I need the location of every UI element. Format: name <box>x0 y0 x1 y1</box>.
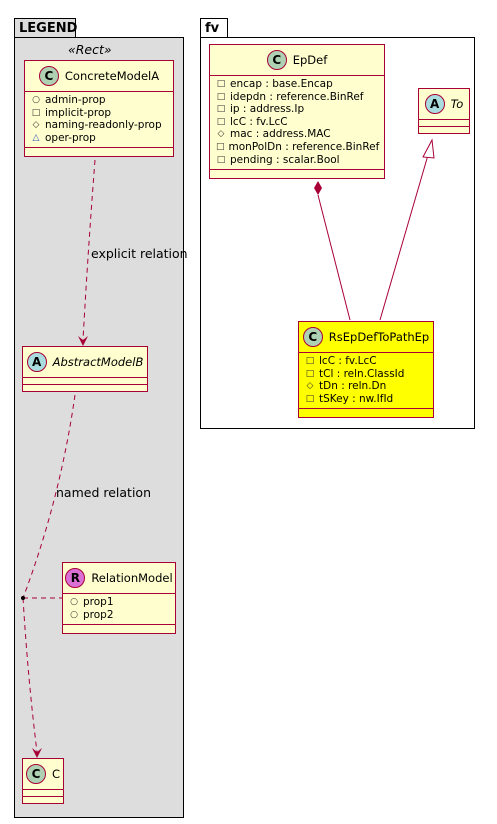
class-rsepdeftopathep[interactable]: C RsEpDefToPathEp □lcC : fv.LcC □tCl : r… <box>298 321 434 419</box>
legend-stereotype: «Rect» <box>68 42 112 57</box>
package-triangle-icon: △ <box>32 132 40 143</box>
private-square-icon: □ <box>31 107 41 118</box>
public-circle-icon: ○ <box>70 597 78 607</box>
class-relation-model[interactable]: R RelationModel ○prop1 ○prop2 <box>62 562 176 635</box>
private-square-icon: □ <box>216 116 226 127</box>
relation-spot-icon: R <box>65 568 86 588</box>
attribute-row: □tCl : reln.ClassId <box>305 367 405 380</box>
epdef-composition-line <box>317 194 351 321</box>
attribute-row: □implicit-prop <box>31 106 112 119</box>
class-c[interactable]: C C <box>22 758 64 804</box>
attribute-row: ◇tDn : reln.Dn <box>306 380 387 393</box>
attribute-row: ○prop1 <box>70 596 114 608</box>
attribute-row: ◇mac : address.MAC <box>217 128 331 141</box>
class-name: RelationModel <box>91 571 173 585</box>
class-name: ConcreteModelA <box>64 69 160 83</box>
legend-title: LEGEND <box>19 21 78 36</box>
attribute-list: □encap : base.Encap □idepdn : reference.… <box>210 76 384 171</box>
class-spot-icon: C <box>266 50 287 70</box>
generalization-arrowhead <box>422 138 435 159</box>
class-abstract-model-b[interactable]: A AbstractModelB <box>22 346 148 392</box>
class-name: C <box>51 767 61 781</box>
relation-junction-dot <box>21 596 25 600</box>
private-square-icon: □ <box>216 104 226 115</box>
fv-title: fv <box>205 21 220 36</box>
class-name: RsEpDefToPathEp <box>328 330 430 344</box>
attribute-row: □lcC : fv.LcC <box>305 355 377 367</box>
attribute-row: ○prop2 <box>70 608 114 621</box>
private-square-icon: □ <box>305 393 315 404</box>
class-to[interactable]: A To <box>418 88 470 134</box>
attribute-row: ○admin-prop <box>32 94 106 106</box>
private-square-icon: □ <box>216 154 226 165</box>
attribute-row: □ip : address.Ip <box>216 103 305 116</box>
attribute-row: ◇naming-readonly-prop <box>32 119 162 132</box>
named-relation-line-down <box>22 597 38 753</box>
private-square-icon: □ <box>216 91 226 102</box>
abstract-spot-icon: A <box>424 94 445 114</box>
explicit-relation-line <box>82 159 96 341</box>
operations-compartment <box>299 409 433 417</box>
class-spot-icon: C <box>25 764 46 784</box>
operations-compartment <box>25 148 173 156</box>
legend-package <box>14 37 184 818</box>
named-relation-arrowhead <box>32 748 42 758</box>
attribute-row: □pending : scalar.Bool <box>216 153 340 166</box>
private-square-icon: □ <box>216 79 226 89</box>
class-concrete-model-a[interactable]: C ConcreteModelA ○admin-prop □implicit-p… <box>24 60 174 158</box>
explicit-relation-label: explicit relation <box>91 246 188 261</box>
class-spot-icon: C <box>302 327 323 347</box>
class-spot-icon: C <box>38 66 59 86</box>
operations-compartment <box>210 170 384 178</box>
attribute-row: □idepdn : reference.BinRef <box>216 90 364 103</box>
public-circle-icon: ○ <box>32 95 40 105</box>
fv-package-tab: fv <box>200 18 228 38</box>
explicit-relation-arrowhead <box>78 336 88 346</box>
private-square-icon: □ <box>216 141 225 152</box>
class-name: AbstractModelB <box>52 355 144 369</box>
protected-diamond-icon: ◇ <box>306 381 314 392</box>
attribute-row: □lcC : fv.LcC <box>216 115 288 128</box>
private-square-icon: □ <box>305 356 315 366</box>
protected-diamond-icon: ◇ <box>32 120 40 131</box>
attribute-list: ○prop1 ○prop2 <box>63 594 175 626</box>
attribute-row: □monPolDn : reference.BinRef <box>216 140 380 153</box>
composition-diamond <box>314 181 322 195</box>
class-name: To <box>450 97 464 111</box>
class-epdef[interactable]: C EpDef □encap : base.Encap □idepdn : re… <box>209 44 385 180</box>
to-generalization-line <box>379 154 429 321</box>
private-square-icon: □ <box>305 368 315 379</box>
named-relation-label: named relation <box>56 485 151 500</box>
public-circle-icon: ○ <box>70 609 78 620</box>
class-name: EpDef <box>292 53 328 67</box>
legend-package-tab: LEGEND <box>14 18 78 38</box>
attribute-row: □encap : base.Encap <box>216 78 333 90</box>
attribute-row: △oper-prop <box>32 131 96 144</box>
attribute-row: □tSKey : nw.IfId <box>305 392 394 405</box>
attribute-list: ○admin-prop □implicit-prop ◇naming-reado… <box>25 92 173 149</box>
operations-compartment <box>63 625 175 633</box>
named-relation-line <box>22 394 76 599</box>
protected-diamond-icon: ◇ <box>217 129 225 140</box>
attribute-list: □lcC : fv.LcC □tCl : reln.ClassId ◇tDn :… <box>299 353 433 410</box>
abstract-spot-icon: A <box>26 352 47 372</box>
